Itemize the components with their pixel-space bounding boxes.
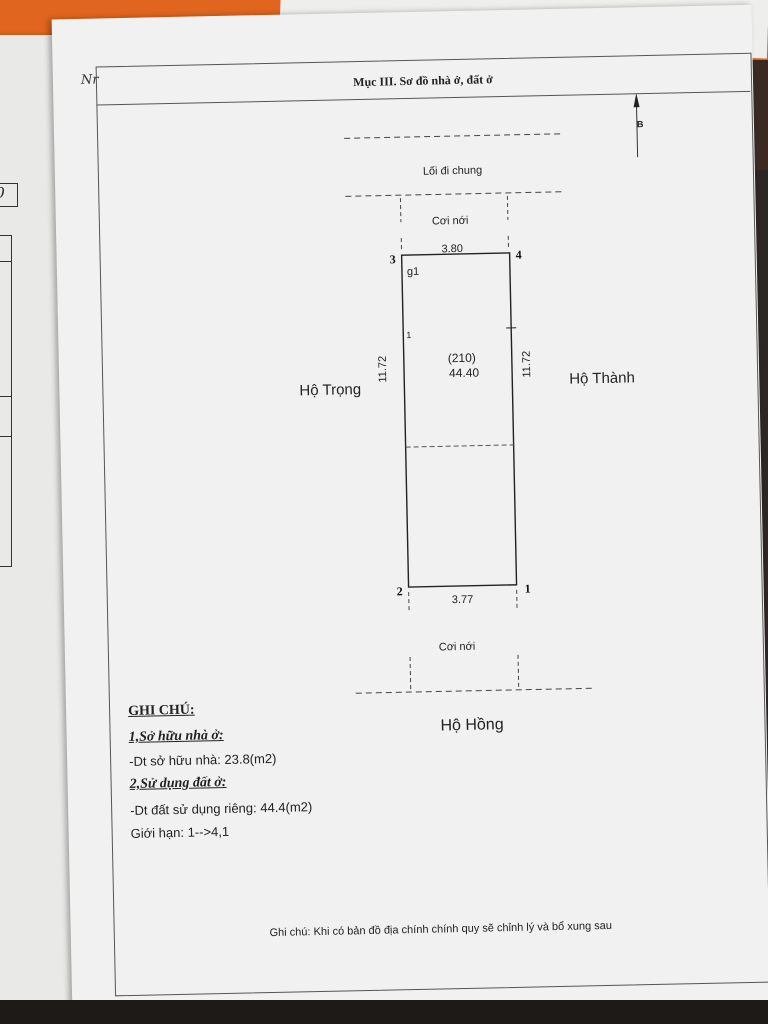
- document-sheet: Nr Mục III. Sơ đồ nhà ở, đất ở B Lối đi …: [51, 4, 768, 1020]
- point-3-label: 3: [389, 252, 396, 267]
- parcel-boundary: [400, 252, 518, 588]
- notes-item1-heading: 1,Sở hữu nhà ở:: [128, 727, 224, 745]
- notes-item2-line1: -Dt đất sử dụng riêng: 44.4(m2): [130, 799, 313, 818]
- notes-item2-heading: 2,Sử dụng đất ở:: [129, 774, 227, 792]
- point-4-label: 4: [515, 247, 522, 262]
- left-page-table: [0, 235, 12, 567]
- parcel-diagram: [344, 93, 640, 694]
- parcel-area: 44.40: [448, 365, 480, 381]
- bottom-boundary: [355, 687, 596, 694]
- house-division-line: [405, 444, 514, 448]
- g1-label: g1: [406, 265, 420, 279]
- path-boundary-top: [344, 133, 565, 139]
- desk-shadow: [0, 1000, 768, 1024]
- top-extension-label: Cơi nới: [431, 214, 469, 228]
- top-side-length: 3.80: [441, 242, 464, 256]
- common-path-label: Lối đi chung: [422, 164, 483, 178]
- neighbor-bottom-label: Hộ Hồng: [440, 716, 504, 735]
- notes-item1-line: -Dt sở hữu nhà: 23.8(m2): [129, 750, 277, 769]
- left-side-length: 11.72: [376, 355, 390, 383]
- parcel-number: (210): [447, 350, 476, 366]
- notes-section: GHI CHÚ: 1,Sở hữu nhà ở: -Dt sở hữu nhà:…: [128, 700, 313, 841]
- bottom-side-length: 3.77: [451, 593, 474, 607]
- right-side-length: 11.72: [520, 350, 534, 378]
- path-boundary-bottom: [345, 191, 566, 197]
- left-page-number-box: 3 0: [0, 183, 18, 207]
- notes-heading: GHI CHÚ:: [127, 702, 195, 719]
- point-2-label: 2: [396, 584, 403, 599]
- north-label: B: [636, 119, 644, 130]
- point-1-label: 1: [524, 581, 531, 596]
- neighbor-left-label: Hộ Trọng: [299, 381, 362, 400]
- north-arrow-icon: [633, 93, 640, 158]
- tick-1-label: 1: [406, 329, 412, 341]
- bottom-extension-label: Cơi nới: [438, 640, 476, 654]
- neighbor-right-label: Hộ Thành: [569, 369, 636, 388]
